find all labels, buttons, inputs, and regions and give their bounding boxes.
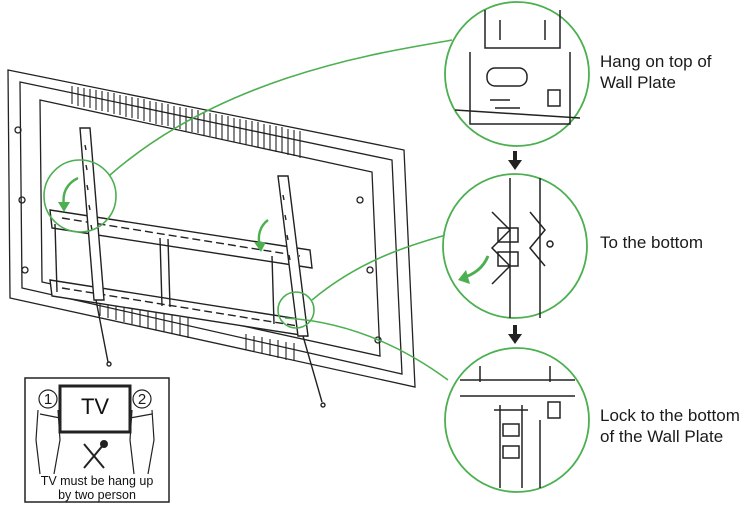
detail-to-bottom — [442, 173, 588, 319]
step-to-bottom-label: To the bottom — [600, 232, 703, 253]
tv-bracket-left — [79, 127, 112, 367]
curved-arrow-icon — [58, 176, 269, 252]
warning-line: by two person — [58, 488, 136, 502]
tv-label: TV — [80, 394, 110, 419]
detail-lock-bottom — [444, 347, 590, 493]
down-arrow-icon — [508, 151, 522, 170]
person-number-1: 1 — [43, 391, 53, 408]
top-vent — [71, 86, 301, 158]
tools-icon — [83, 440, 108, 469]
person-icon — [132, 389, 152, 409]
step-line: Wall Plate — [600, 73, 676, 92]
tv-back — [7, 69, 416, 408]
warning-line: TV must be hang up — [40, 474, 154, 488]
warning-text: TV must be hang up by two person — [27, 474, 167, 502]
person-number-2: 2 — [137, 391, 147, 408]
tv-icon — [58, 384, 132, 434]
two-person-warning — [24, 377, 170, 503]
detail-hang-top — [444, 1, 590, 147]
step-line: Hang on top of — [600, 52, 712, 71]
down-arrow-icon — [508, 325, 522, 344]
callout-top-left — [43, 159, 117, 233]
callout-lines — [43, 39, 453, 381]
step-line: of the Wall Plate — [600, 427, 724, 446]
callout-bottom-right — [277, 291, 315, 329]
step-hang-on-top-label: Hang on top of Wall Plate — [600, 51, 712, 93]
curved-arrow-icon — [458, 255, 490, 284]
tv-bracket-right — [277, 175, 326, 408]
step-line: Lock to the bottom — [600, 406, 740, 425]
step-lock-label: Lock to the bottom of the Wall Plate — [600, 405, 740, 447]
step-line: To the bottom — [600, 233, 704, 252]
wall-plate — [49, 209, 313, 337]
person-icon — [38, 389, 58, 409]
